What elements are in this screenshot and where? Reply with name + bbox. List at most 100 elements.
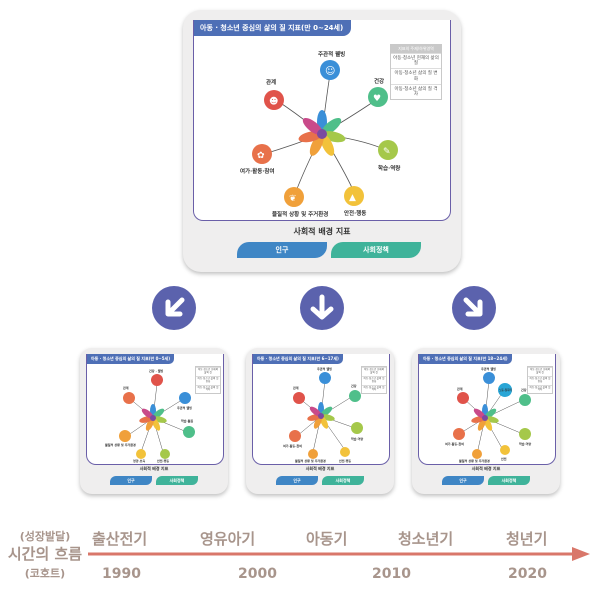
legend-header: 지표의 주제/하위영역 — [391, 45, 441, 53]
node-label: 관계 — [123, 385, 129, 390]
small-flower-diagram: 주관적 웰빙 관계 건강 여가·활동·참여 학습·역량 물질적 상황 및 주거환… — [283, 366, 363, 463]
legend-item: 아동·청소년 삶의 질 격차 — [528, 384, 552, 392]
small-card-title: 아동 · 청소년 중심의 삶의 질 지표(만 6~17세) — [253, 354, 343, 364]
node-health: ♥ — [368, 87, 388, 107]
node-label: 물질적 상황 및 주거환경 — [459, 458, 490, 463]
stage-label: 출산전기 — [92, 530, 148, 548]
legend-item: 아동·청소년 삶의 질 격차 — [196, 384, 220, 392]
legend-item: 아동·청소년 삶의 질 격차 — [391, 83, 441, 99]
population-pill: 인구 — [110, 476, 152, 485]
node-label: 학습·돌봄 — [181, 418, 193, 423]
node-label: 주관적 웰빙 — [481, 366, 496, 371]
small-card-0-5: 아동 · 청소년 중심의 삶의 질 지표(만 0~5세) — [80, 348, 228, 494]
small-legend: 아동·청소년 현재의 삶의 질 아동·청소년 삶의 질 변화 아동·청소년 삶의… — [195, 366, 221, 395]
node-label: 안전·행동 — [157, 458, 169, 463]
year-label: 1990 — [102, 566, 141, 582]
background-indicators-label: 사회적 배경 지표 — [139, 466, 169, 471]
legend-item: 아동·청소년 삶의 질 격차 — [362, 384, 386, 392]
small-flower-diagram: 주관적 웰빙 노동·일자리 관계 건강 여가·활동·참여 학습·역량 물질적 상… — [445, 366, 531, 463]
small-card-6-17: 아동 · 청소년 중심의 삶의 질 지표(만 6~17세) — [246, 348, 394, 494]
social-policy-pill: 사회정책 — [331, 242, 421, 258]
node-label: 여가·활동·참여 — [445, 441, 464, 446]
timeline-left-top: (성장발달) — [19, 530, 71, 543]
node-label: 안전 — [501, 456, 507, 461]
arrow-button-down — [300, 286, 344, 330]
node-label: 관계 — [293, 385, 299, 390]
node-label: 건강 · 웰빙 — [149, 368, 164, 373]
node-label-0: 주관적 웰빙 — [318, 50, 345, 58]
small-legend: 아동·청소년 현재의 삶의 질 아동·청소년 삶의 질 변화 아동·청소년 삶의… — [361, 366, 387, 395]
stage-label: 아동기 — [306, 530, 348, 548]
node-label-3: 안전·행동 — [344, 209, 366, 217]
smile-icon: ☺ — [325, 66, 335, 77]
node-label: 건강 — [351, 383, 357, 388]
node-learning: ✎ — [378, 140, 398, 160]
node-label: 물질적 상황 및 주거환경 — [295, 458, 326, 463]
node-label: 학습·역량 — [351, 436, 363, 441]
stage-label: 영유아기 — [200, 530, 256, 548]
node-label: 학습·역량 — [519, 441, 531, 446]
small-card-title: 아동 · 청소년 중심의 삶의 질 지표(만 0~5세) — [87, 354, 175, 364]
population-pill: 인구 — [442, 476, 484, 485]
main-legend: 지표의 주제/하위영역 아동·청소년 현재의 삶의 질 아동·청소년 삶의 질 … — [390, 44, 442, 101]
people-icon: ☻ — [269, 96, 278, 107]
background-indicators-label: 사회적 배경 지표 — [293, 227, 351, 236]
timeline-arrow — [88, 547, 590, 561]
node-label: 안전·행동 — [339, 458, 351, 463]
helmet-icon: ▲ — [349, 193, 356, 203]
node-label: 주관적 웰빙 — [177, 405, 192, 410]
main-card-title: 아동 · 청소년 중심의 삶의 질 지표(만 0~24세) — [194, 20, 352, 36]
flower-petals — [298, 110, 346, 156]
small-card-18-24: 아동 · 청소년 중심의 삶의 질 지표(만 18~24세) — [412, 348, 560, 494]
year-label: 2010 — [372, 566, 411, 582]
social-policy-pill: 사회정책 — [488, 476, 530, 485]
small-diagram-panel: 아동 · 청소년 중심의 삶의 질 지표(만 18~24세) — [418, 354, 556, 465]
social-policy-pill: 사회정책 — [156, 476, 198, 485]
leaf-icon: ❦ — [289, 194, 297, 204]
legend-item: 아동·청소년 현재의 삶의 질 — [528, 367, 552, 374]
small-card-title: 아동 · 청소년 중심의 삶의 질 지표(만 18~24세) — [419, 354, 512, 364]
node-label: 여가·활동·참여 — [283, 443, 302, 448]
legend-item: 아동·청소년 현재의 삶의 질 — [196, 367, 220, 374]
background-indicators-label: 사회적 배경 지표 — [305, 466, 335, 471]
node-label-6: 관계 — [266, 78, 276, 86]
legend-item: 아동·청소년 삶의 질 변화 — [391, 68, 441, 83]
small-flower-diagram: 건강 · 웰빙 주관적 웰빙 관계 학습·돌봄 물질적 상황 및 주거환경 안전… — [105, 368, 195, 463]
node-leisure: ✿ — [252, 144, 272, 164]
timeline-left-bottom: (코호트) — [24, 567, 66, 580]
activity-icon: ✿ — [257, 151, 265, 161]
node-label: 관계 — [457, 386, 463, 391]
background-indicators-label: 사회적 배경 지표 — [471, 466, 501, 471]
node-label: 물질적 상황 및 주거환경 — [105, 442, 136, 447]
arrow-button-down-left — [152, 286, 196, 330]
small-diagram-panel: 아동 · 청소년 중심의 삶의 질 지표(만 6~17세) — [252, 354, 390, 465]
legend-item: 아동·청소년 삶의 질 변화 — [528, 375, 552, 383]
node-label: 건강 — [521, 387, 527, 392]
arrow-down-left-icon — [165, 297, 185, 317]
social-policy-pill: 사회정책 — [322, 476, 364, 485]
legend-item: 아동·청소년 삶의 질 변화 — [362, 375, 386, 383]
legend-item: 아동·청소년 현재의 삶의 질 — [391, 53, 441, 68]
node-relationship: ☻ — [264, 90, 284, 110]
node-label: 주관적 웰빙 — [317, 366, 332, 371]
main-flower-diagram: ☺ ♥ ✎ ▲ ❦ ✿ ☻ — [240, 50, 400, 218]
legend-item: 아동·청소년 현재의 삶의 질 — [362, 367, 386, 374]
small-diagram-panel: 아동 · 청소년 중심의 삶의 질 지표(만 0~5세) — [86, 354, 224, 465]
node-label: 노동·일자리 — [499, 388, 513, 392]
node-material: ❦ — [284, 187, 304, 207]
main-indicator-card: 아동 · 청소년 중심의 삶의 질 지표(만 0~24세) ☺ ♥ — [183, 10, 461, 272]
population-pill: 인구 — [237, 242, 327, 258]
node-label-4: 물질적 상황 및 주거환경 — [272, 210, 328, 218]
stage-label: 청년기 — [506, 530, 548, 548]
node-label-2: 학습·역량 — [378, 164, 400, 172]
small-legend: 아동·청소년 현재의 삶의 질 아동·청소년 삶의 질 변화 아동·청소년 삶의… — [527, 366, 553, 395]
stage-label: 청소년기 — [398, 530, 454, 548]
arrow-down-right-icon — [463, 297, 483, 317]
node-label: 영양·보육 — [133, 458, 145, 463]
timeline-left-main: 시간의 흐름 — [7, 545, 83, 563]
year-label: 2000 — [238, 566, 277, 582]
arrow-down-icon — [310, 294, 334, 320]
node-label-1: 건강 — [374, 77, 384, 85]
population-pill: 인구 — [276, 476, 318, 485]
legend-item: 아동·청소년 삶의 질 변화 — [196, 375, 220, 383]
